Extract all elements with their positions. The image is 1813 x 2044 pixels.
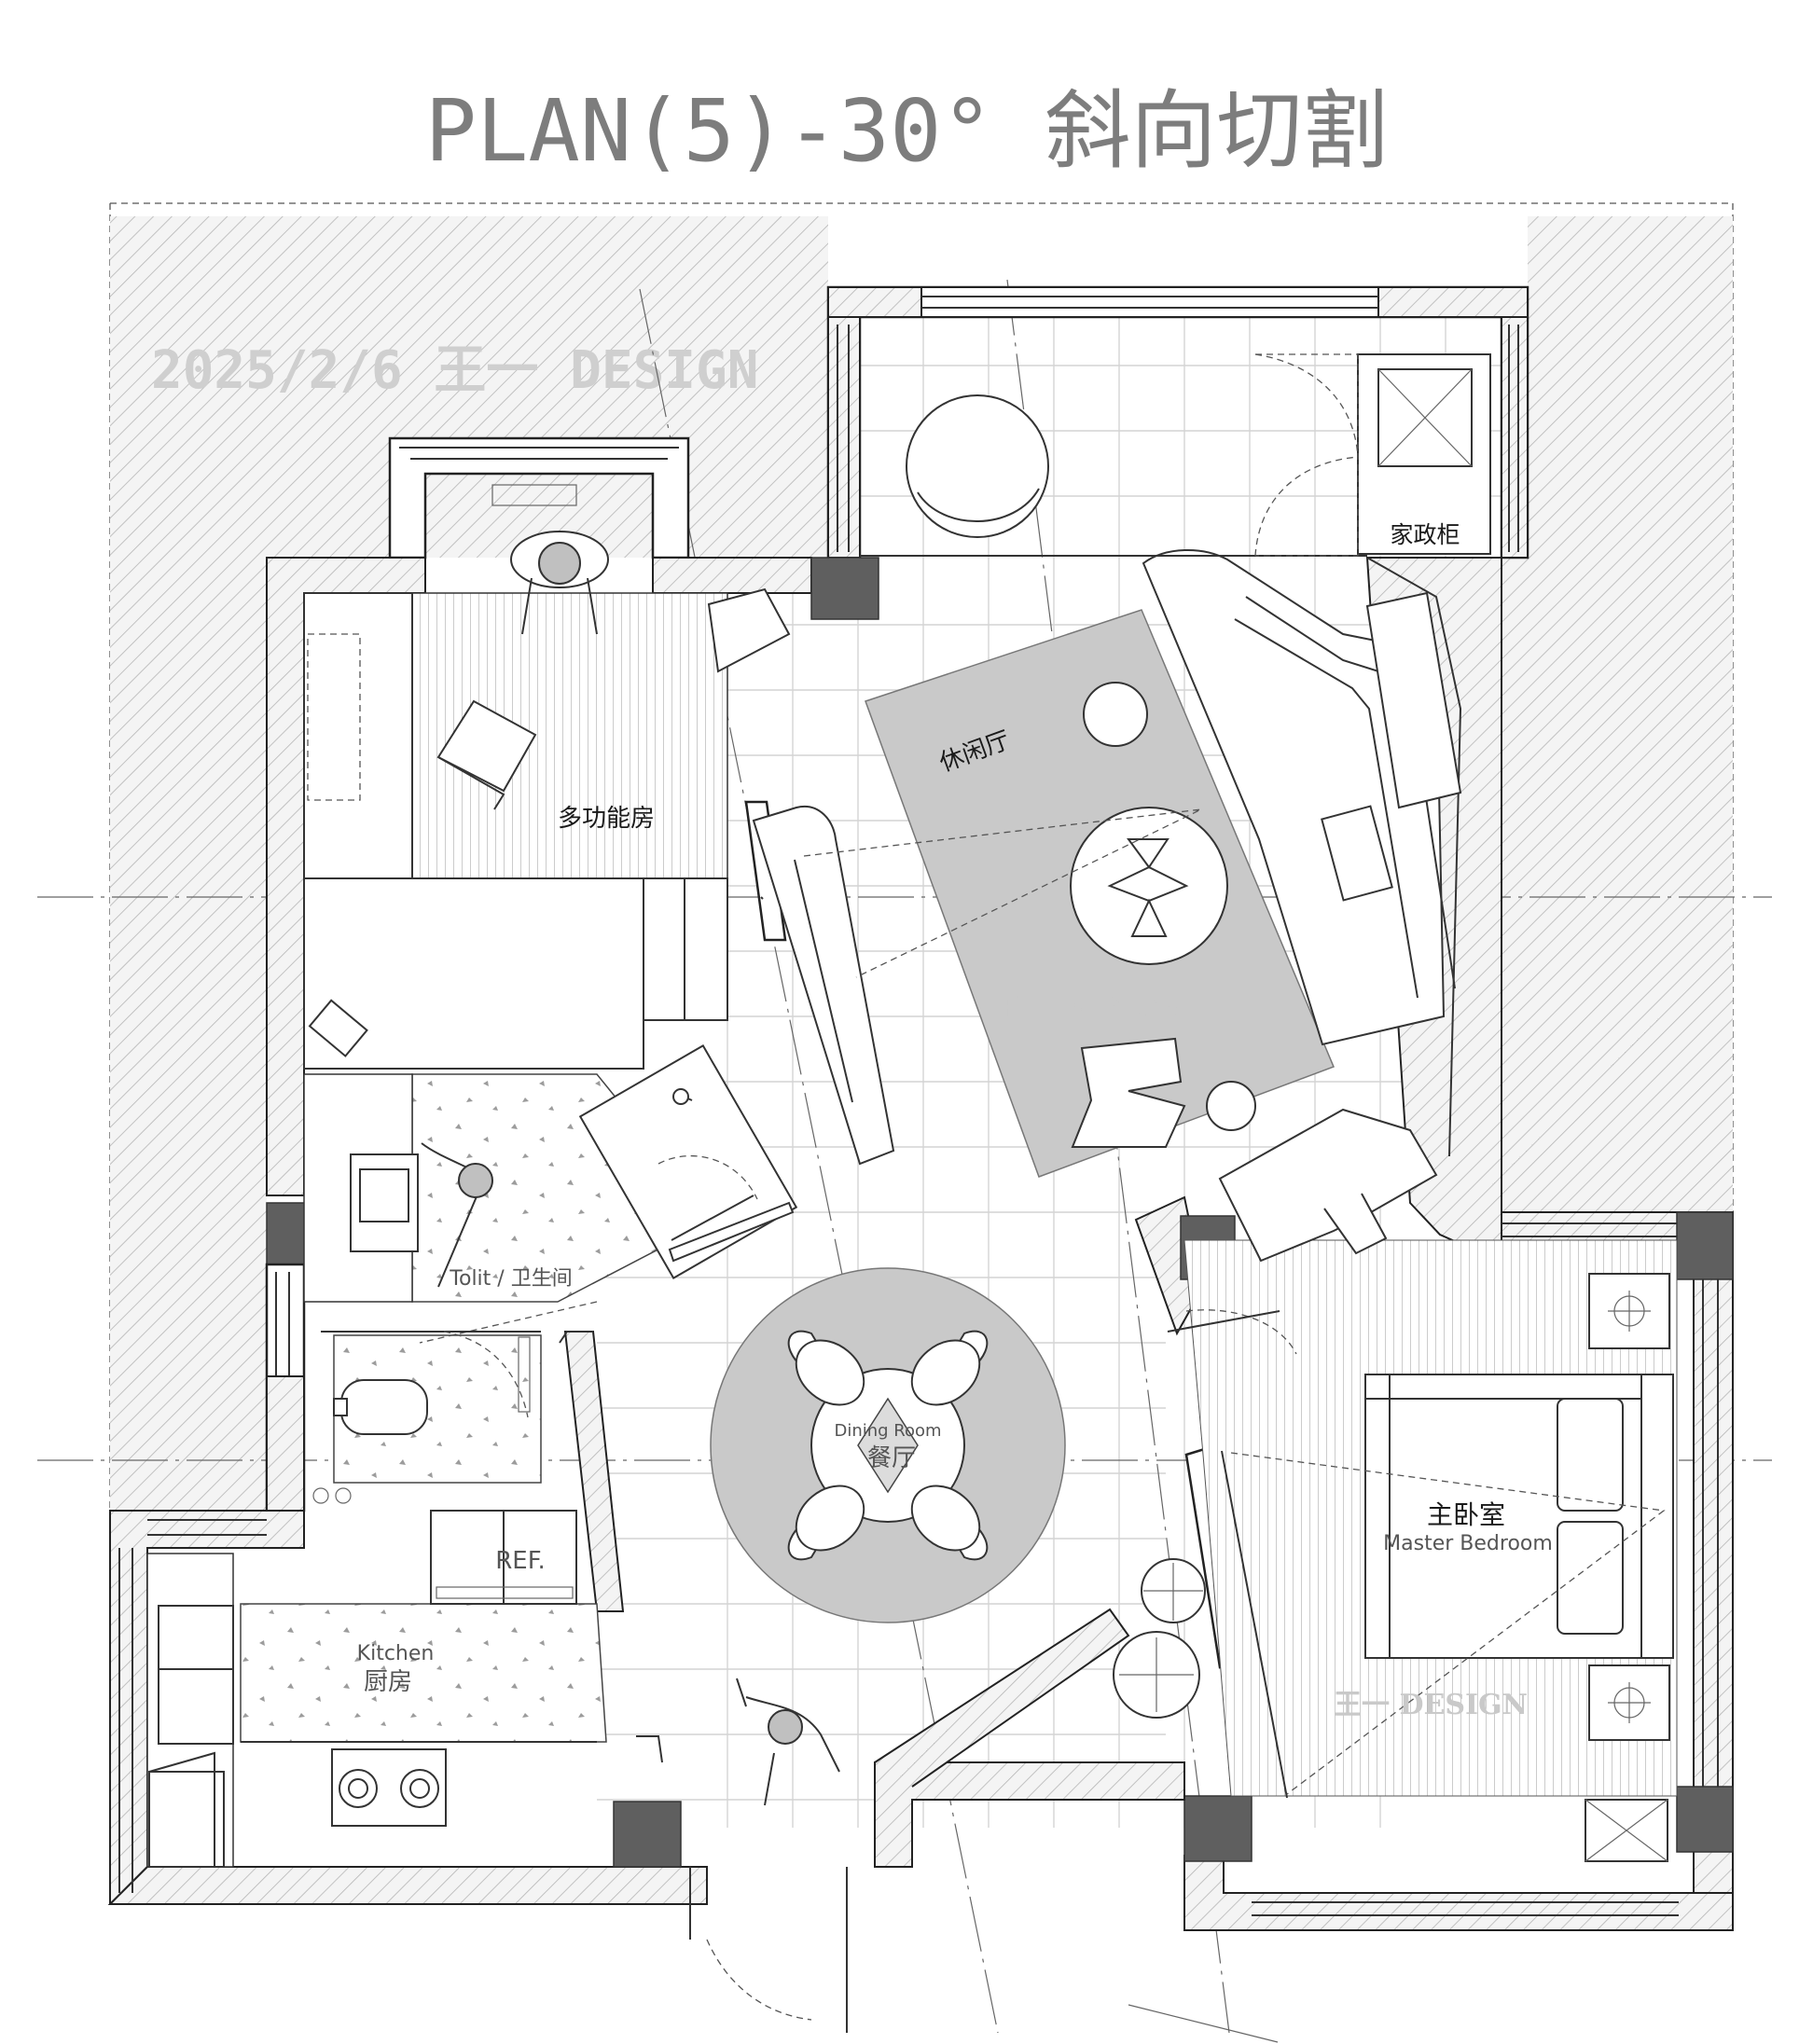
label-master-cn: 主卧室 xyxy=(1427,1499,1505,1530)
label-housekeeping: 家政柜 xyxy=(1390,521,1460,548)
label-kitchen-en: Kitchen xyxy=(357,1642,435,1665)
label-toilet: Tolit / 卫生间 xyxy=(449,1267,572,1291)
plan-title: PLAN(5)-30° 斜向切割 xyxy=(425,81,1389,181)
label-dining-en: Dining Room xyxy=(834,1421,941,1441)
date-stamp: 2025/2/6 王一 DESIGN xyxy=(151,340,758,401)
master-bedroom-furniture xyxy=(1113,1108,1674,1862)
label-kitchen-cn: 厨房 xyxy=(364,1668,412,1696)
label-multi-room: 多功能房 xyxy=(558,805,655,833)
watermark: 王一 DESIGN xyxy=(992,993,1186,1026)
label-master-en: Master Bedroom xyxy=(1383,1532,1553,1555)
label-refrigerator: REF. xyxy=(495,1547,546,1575)
label-dining-cn: 餐厅 xyxy=(867,1444,916,1472)
kitchen-furniture xyxy=(146,1510,812,2021)
dining-furniture xyxy=(710,1267,1066,1806)
toilet-furniture xyxy=(303,1044,798,1504)
watermark-bedroom: 王一 DESIGN xyxy=(1334,1689,1528,1721)
exterior-hatch xyxy=(110,216,1733,1511)
housekeeping-cabinet xyxy=(1254,353,1491,557)
multi-room-furniture xyxy=(303,531,791,1070)
lounge-furniture xyxy=(752,394,1462,1178)
